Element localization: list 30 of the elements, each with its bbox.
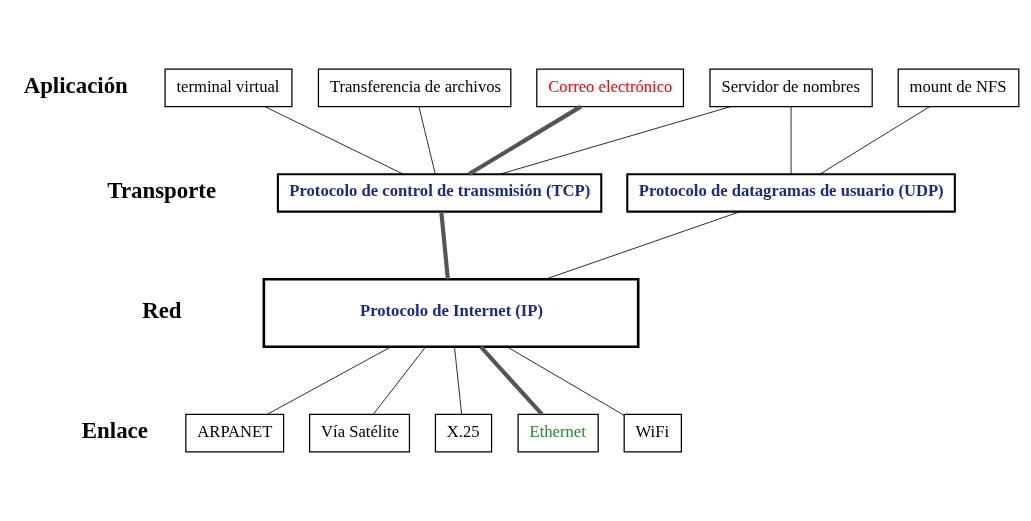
node-box: Protocolo de control de transmisión (TCP) [276, 173, 603, 213]
label: Red [142, 297, 182, 323]
connector [372, 346, 426, 415]
connector [819, 106, 931, 175]
node-box: mount de NFS [897, 68, 1020, 108]
connector [499, 106, 732, 175]
connector [545, 211, 741, 280]
label: Enlace [81, 417, 148, 443]
node-box: terminal virtual [164, 68, 293, 108]
connector [266, 346, 392, 415]
node-box: Correo electrónico [536, 68, 685, 108]
label: Aplicación [23, 72, 128, 98]
node-box: WiFi [623, 413, 682, 453]
node-box: Protocolo de datagramas de usuario (UDP) [626, 173, 956, 213]
connector [418, 106, 436, 175]
label: Transporte [107, 177, 217, 203]
connector [479, 345, 544, 416]
connector [439, 211, 450, 280]
node-box: Servidor de nombres [709, 68, 873, 108]
node-box: X.25 [434, 413, 493, 453]
node-box: Transferencia de archivos [317, 68, 512, 108]
connector [468, 104, 582, 176]
connector [790, 106, 792, 175]
node-box: Ethernet [517, 413, 599, 453]
node-box: Protocolo de Internet (IP) [262, 277, 640, 349]
connector [264, 106, 404, 175]
connector [506, 346, 625, 416]
node-box: Vía Satélite [308, 413, 411, 453]
connector [454, 346, 463, 415]
node-box: ARPANET [185, 413, 285, 453]
